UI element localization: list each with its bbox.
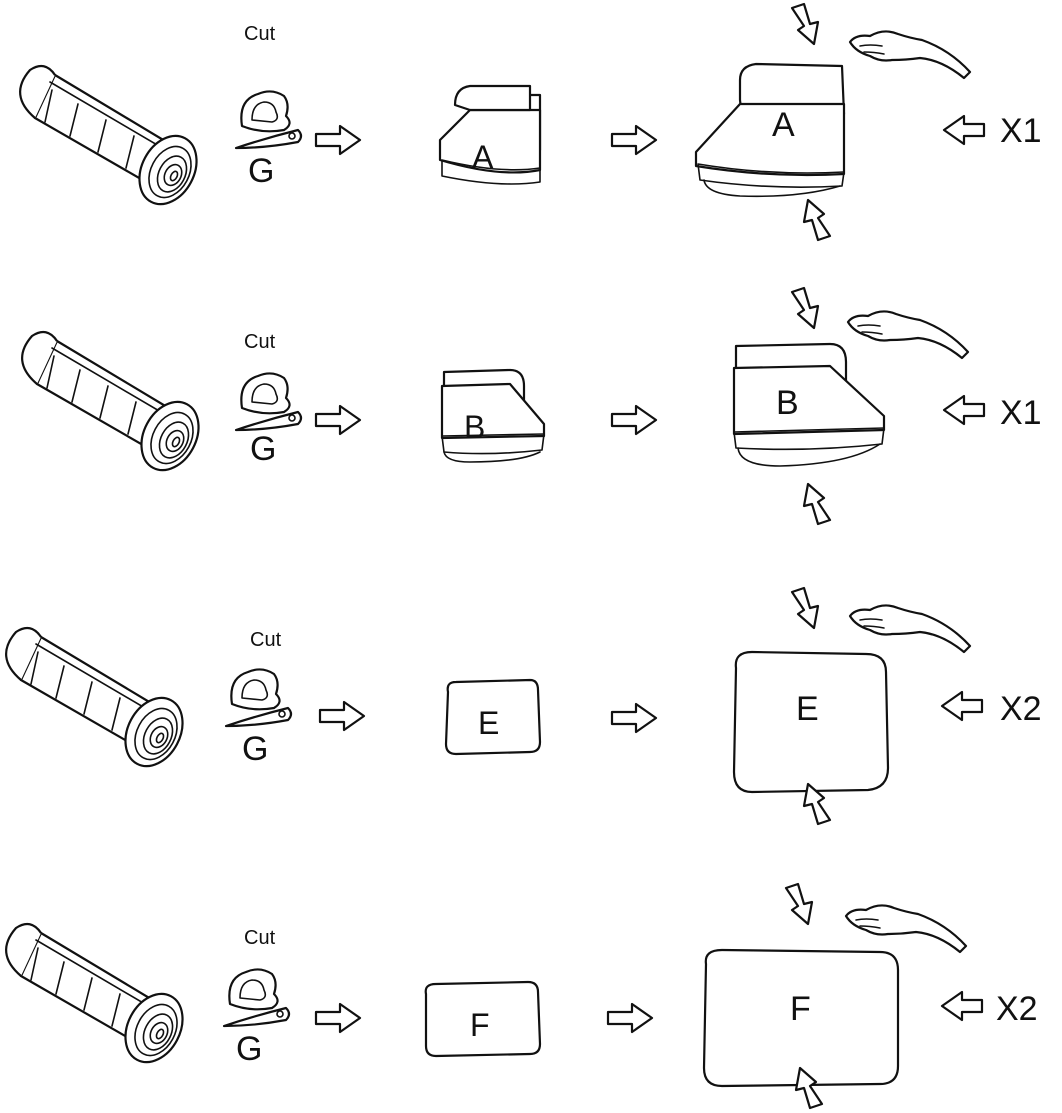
rolled-package-icon — [5, 922, 195, 1074]
compressed-chair-icon — [438, 84, 542, 185]
part-label: E — [478, 705, 499, 741]
right-arrow-icon — [610, 404, 658, 436]
part-label: F — [470, 1007, 490, 1043]
hand-icon — [844, 904, 968, 954]
compressed-cushion-icon — [444, 678, 542, 756]
cut-label: Cut — [250, 629, 282, 651]
quantity-label: X2 — [1000, 690, 1042, 728]
cutter-tool-icon — [224, 668, 293, 728]
press-down-arrow-icon — [790, 2, 820, 46]
cutter-tool-icon — [234, 90, 303, 150]
cutter-tool-icon — [222, 968, 291, 1028]
quantity-label: X2 — [996, 990, 1038, 1028]
step-row-2: Cut G B B X1 — [21, 286, 1042, 526]
hand-icon — [848, 30, 972, 80]
part-label: B — [776, 384, 799, 422]
cut-label: Cut — [244, 23, 276, 45]
part-label: A — [772, 106, 795, 144]
right-arrow-icon — [610, 124, 658, 156]
left-arrow-icon — [940, 690, 984, 722]
part-label: A — [472, 139, 494, 175]
rolled-package-icon — [5, 626, 195, 778]
right-arrow-icon — [314, 1002, 362, 1034]
left-arrow-icon — [942, 114, 986, 146]
press-down-arrow-icon — [790, 286, 820, 330]
compressed-cushion-icon — [424, 980, 542, 1058]
right-arrow-icon — [318, 700, 366, 732]
step-row-4: Cut G F F X2 — [5, 882, 1038, 1110]
left-arrow-icon — [940, 990, 984, 1022]
right-arrow-icon — [314, 404, 362, 436]
press-down-arrow-icon — [790, 586, 820, 630]
hand-icon — [848, 604, 972, 654]
right-arrow-icon — [606, 1002, 654, 1034]
right-arrow-icon — [610, 702, 658, 734]
part-label: F — [790, 990, 811, 1028]
tool-label: G — [242, 730, 268, 768]
expanded-chair-icon — [694, 62, 846, 198]
tool-label: G — [236, 1030, 262, 1068]
press-down-arrow-icon — [784, 882, 814, 926]
expanded-cushion-icon — [732, 650, 890, 794]
step-row-3: Cut G E E X2 — [5, 586, 1042, 826]
tool-label: G — [250, 430, 276, 468]
rolled-package-icon — [19, 64, 209, 216]
compressed-chair-icon — [440, 368, 546, 463]
expanded-cushion-icon — [702, 948, 900, 1088]
expanded-chair-icon — [732, 342, 886, 467]
step-row-1: Cut G A A X1 — [19, 2, 1042, 242]
press-up-arrow-icon — [802, 482, 832, 526]
cutter-tool-icon — [234, 372, 303, 432]
rolled-package-icon — [21, 330, 211, 482]
part-label: E — [796, 690, 819, 728]
cut-label: Cut — [244, 927, 276, 949]
tool-label: G — [248, 152, 274, 190]
hand-icon — [846, 310, 970, 360]
quantity-label: X1 — [1000, 394, 1042, 432]
part-label: B — [464, 409, 485, 445]
cut-label: Cut — [244, 331, 276, 353]
left-arrow-icon — [942, 394, 986, 426]
press-up-arrow-icon — [802, 198, 832, 242]
quantity-label: X1 — [1000, 112, 1042, 150]
right-arrow-icon — [314, 124, 362, 156]
